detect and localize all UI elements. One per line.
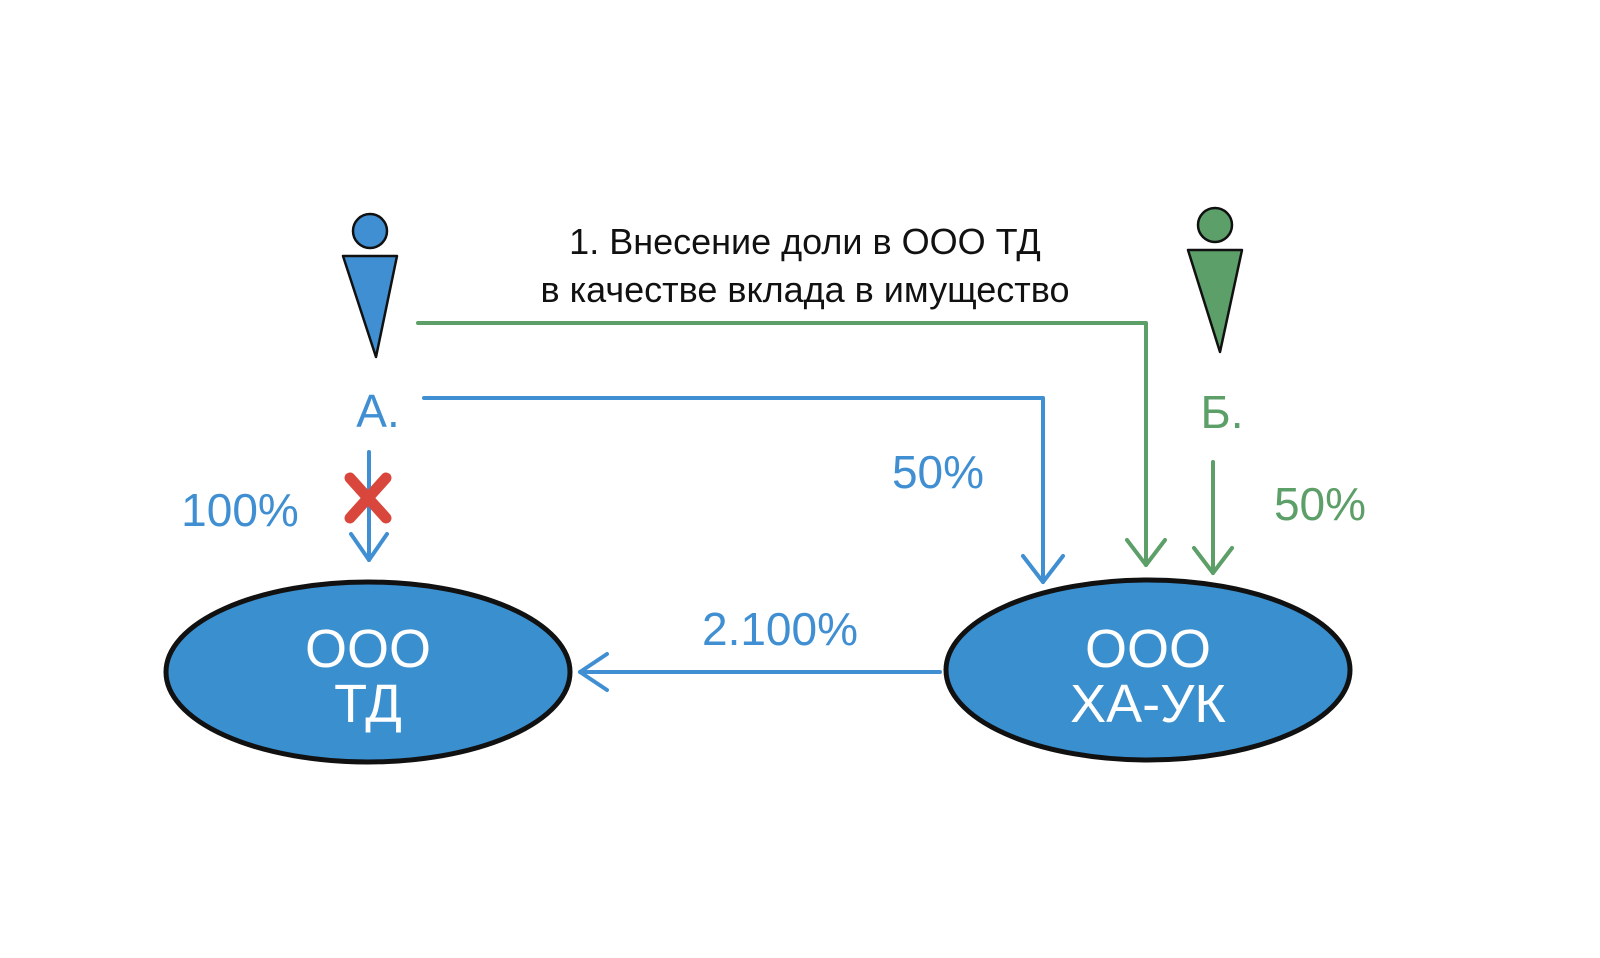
company-td-line-2: ТД [334, 674, 402, 734]
company-td-line-1: ООО [305, 619, 431, 679]
edge-a-to-td-label: 100% [181, 484, 299, 536]
caption-line-2: в качестве вклада в имущество [540, 269, 1069, 310]
edge-xa-uk-to-td [578, 652, 942, 692]
edge-a-to-xa-uk-label: 50% [892, 446, 984, 498]
cross-icon [344, 472, 392, 524]
company-node-xa-uk: ООО ХА-УК [943, 577, 1353, 763]
caption-line-1: 1. Внесение доли в ООО ТД [569, 221, 1041, 262]
edge-b-to-xa-uk-label: 50% [1274, 478, 1366, 530]
company-xa-uk-line-2: ХА-УК [1070, 674, 1226, 734]
person-a-label: А. [356, 385, 399, 437]
edge-xa-uk-to-td-label: 2.100% [702, 603, 858, 655]
edge-contribution [416, 321, 1167, 567]
person-b-icon [1186, 206, 1244, 354]
company-xa-uk-line-1: ООО [1085, 619, 1211, 679]
edge-a-to-xa-uk [422, 396, 1065, 584]
person-a-icon [341, 212, 399, 359]
edge-b-to-xa-uk [1192, 460, 1234, 575]
company-node-td: ООО ТД [163, 579, 573, 765]
person-b-label: Б. [1201, 386, 1244, 438]
